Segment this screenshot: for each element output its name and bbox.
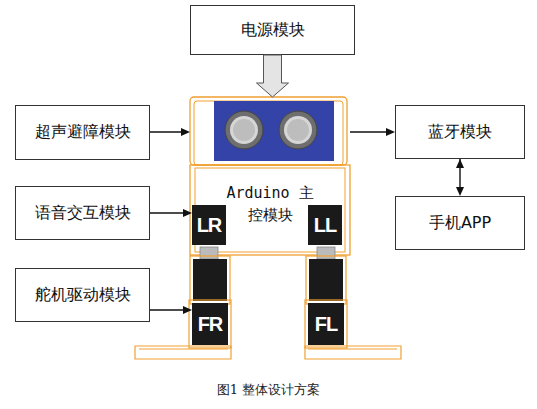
- hip-joint: [317, 247, 335, 259]
- leg-servo: [193, 259, 227, 301]
- connector-line: [150, 131, 184, 132]
- left-foot: [305, 346, 401, 359]
- connector-line: [350, 131, 389, 132]
- arrow-head: [386, 128, 395, 136]
- right-foot: [135, 346, 231, 359]
- connector-arrow: [150, 306, 192, 314]
- module-label: 语音交互模块: [35, 203, 131, 224]
- head-outline-inner: [194, 101, 343, 165]
- servo-block: FL: [308, 303, 344, 345]
- hip-joint: [200, 247, 218, 259]
- arrow-head: [183, 209, 192, 217]
- connector-arrow: [150, 209, 192, 217]
- connector-line: [459, 159, 460, 190]
- servo-block: FR: [192, 303, 228, 345]
- leg-outline: [189, 300, 231, 348]
- module-label: 电源模块: [241, 20, 305, 41]
- arrow-head: [456, 187, 464, 196]
- module-box: 语音交互模块: [15, 186, 150, 240]
- servo-label: LR: [197, 214, 222, 237]
- connector-arrow: [350, 128, 395, 136]
- connector-line: [150, 309, 186, 310]
- module-label: 舵机驱动模块: [35, 285, 131, 306]
- body-outline: [190, 165, 350, 255]
- module-label: 手机APP: [429, 213, 491, 234]
- servo-label: FL: [315, 313, 337, 336]
- power-arrow: [257, 55, 289, 97]
- connector-arrow: [456, 159, 464, 196]
- module-box: 舵机驱动模块: [15, 268, 150, 322]
- servo-block: LL: [308, 205, 342, 245]
- module-label: 蓝牙模块: [428, 122, 492, 143]
- module-box: 电源模块: [190, 5, 355, 55]
- arrow-head: [181, 128, 190, 136]
- servo-label: FR: [198, 313, 223, 336]
- module-box: 超声避障模块: [15, 105, 150, 160]
- connector-arrow: [150, 128, 190, 136]
- figure-caption: 图1 整体设计方案: [0, 381, 537, 399]
- leg-outline: [305, 300, 347, 348]
- arrow-head: [456, 159, 464, 168]
- ultrasonic-eye-inner: [284, 116, 312, 144]
- ultrasonic-eye: [225, 111, 263, 149]
- leg-servo: [309, 259, 343, 301]
- connector-arrow: [257, 55, 289, 97]
- head-outline: [190, 97, 347, 165]
- leg-outline: [306, 256, 346, 304]
- controller-label: Arduino 主控模块: [225, 182, 315, 226]
- module-label: 超声避障模块: [35, 122, 131, 143]
- sensor-board: [214, 101, 334, 161]
- ultrasonic-eye-core: [233, 119, 255, 141]
- ultrasonic-eye-core: [287, 119, 309, 141]
- controller-body: Arduino 主控模块LR LL: [190, 97, 350, 255]
- module-box: 手机APP: [395, 196, 525, 250]
- servo-block: LR: [192, 205, 226, 245]
- ultrasonic-eye: [279, 111, 317, 149]
- connector-line: [150, 212, 186, 213]
- module-box: 蓝牙模块: [395, 105, 525, 159]
- servo-label: LL: [314, 214, 336, 237]
- arrow-head: [183, 306, 192, 314]
- ultrasonic-eye-inner: [230, 116, 258, 144]
- leg-outline: [190, 256, 230, 304]
